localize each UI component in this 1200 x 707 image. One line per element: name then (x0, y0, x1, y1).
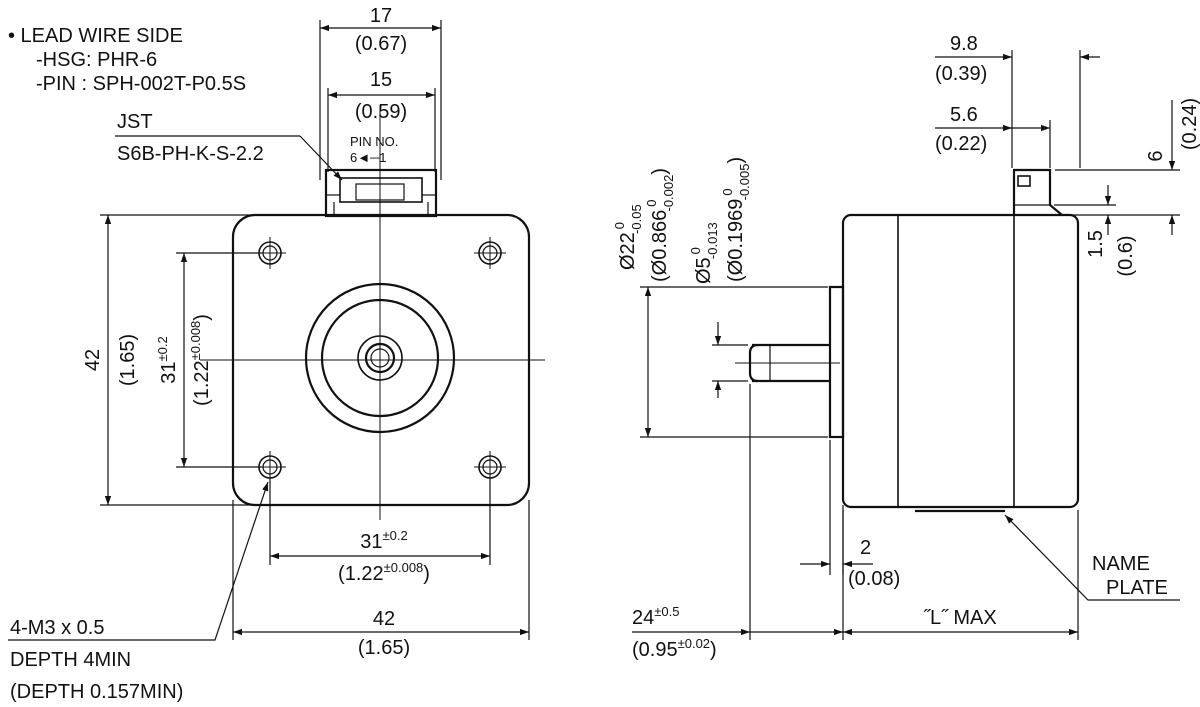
lead-wire-side-label: • LEAD WIRE SIDE (8, 25, 183, 47)
dim-5-6: 5.6 (0.22) (935, 104, 1051, 168)
dim-width-mm: 42 (373, 608, 395, 630)
shaft-dia-inch: (Ø0.19690-0.005) (720, 157, 752, 282)
dim-2-mm: 2 (860, 537, 871, 559)
dim-width-inch: (1.65) (358, 637, 410, 659)
pin-label: -PIN : SPH-002T-P0.5S (36, 73, 246, 95)
pin-range-label: 6◄─1 (350, 150, 387, 165)
motor-boss-outer (304, 282, 456, 434)
motor-boss-inner (320, 298, 440, 418)
dim-9-8-inch: (0.39) (935, 63, 987, 85)
connector-housing (324, 168, 438, 218)
dim-l-max-label: ˝L˝ MAX (923, 607, 996, 629)
dim-17-mm: 17 (370, 5, 392, 27)
front-view: 17 (0.67) 15 (0.59) PIN NO. 6◄─1 42 (1.6… (8, 5, 545, 703)
side-view: 9.8 (0.39) 5.6 (0.22) 6 (0.24) 1.5 (0.6) (612, 33, 1200, 661)
shaft-center (370, 348, 390, 368)
holes-note-line1: 4-M3 x 0.5 (10, 617, 104, 639)
dim-31v-inch: (1.22±0.008) (188, 314, 213, 406)
dim-top-inner: 15 (0.59) (327, 69, 436, 172)
dim-1-5-mm: 1.5 (1085, 230, 1107, 258)
dim-2-inch: (0.08) (848, 568, 900, 590)
holes-note: 4-M3 x 0.5 DEPTH 4MIN (DEPTH 0.157MIN) (8, 481, 269, 703)
dim-6-inch: (0.24) (1179, 98, 1200, 150)
holes-note-line3: (DEPTH 0.157MIN) (10, 681, 183, 703)
connector-side (1012, 168, 1063, 216)
dim-height-42: 42 (1.65) (82, 214, 250, 506)
dim-width-42: 42 (1.65) (232, 500, 530, 659)
name-plate-line1: NAME (1092, 553, 1150, 575)
pilot-dia-mm: Ø220-0.05 (612, 204, 644, 270)
dim-hole-pitch-horizontal: 31±0.2 (1.22±0.008) (269, 478, 491, 585)
dim-31v-value: 31±0.2 (155, 336, 180, 383)
pilot-dia-inch: (Ø0.8660-0.002) (644, 168, 676, 282)
pin-no-label: PIN NO. (350, 134, 398, 149)
motor-shaft (364, 342, 396, 374)
dim-9-8: 9.8 (0.39) (935, 33, 1100, 168)
dim-shaft-length: 24±0.5 (0.95±0.02) (632, 384, 1079, 661)
dim-l-max: ˝L˝ MAX (843, 607, 1078, 636)
dim-15-inch: (0.59) (355, 101, 407, 123)
dim-17-inch: (0.67) (355, 33, 407, 55)
dim-24-inch: (0.95±0.02) (632, 636, 717, 661)
dim-height-inch: (1.65) (117, 334, 139, 386)
dim-6: 6 (0.24) (1055, 98, 1200, 235)
dim-6-mm: 6 (1145, 150, 1167, 161)
dim-height-mm: 42 (82, 349, 104, 371)
dim-31h-inch: (1.22±0.008) (338, 560, 430, 585)
dim-1-5: 1.5 (0.6) (1054, 185, 1137, 277)
pilot-boss (828, 285, 845, 439)
dim-5-6-mm: 5.6 (950, 104, 978, 126)
motor-flange (231, 213, 531, 507)
dim-top-outer: 17 (0.67) (319, 5, 442, 180)
housing-label: -HSG: PHR-6 (36, 49, 157, 71)
dim-9-8-mm: 9.8 (950, 33, 978, 55)
dim-31h-value: 31±0.2 (360, 528, 407, 553)
jst-label: JST (117, 111, 153, 133)
dim-15-mm: 15 (370, 69, 392, 91)
shaft-dia-mm: Ø50-0.013 (688, 222, 720, 284)
connector-part-label: S6B-PH-K-S-2.2 (117, 143, 264, 165)
dim-1-5-inch: (0.6) (1115, 235, 1137, 276)
dim-24-mm: 24±0.5 (632, 604, 679, 629)
lead-wire-notes: • LEAD WIRE SIDE -HSG: PHR-6 -PIN : SPH-… (8, 25, 343, 181)
dim-2: 2 (0.08) (800, 440, 900, 590)
dim-shaft-diameter: Ø50-0.013 (Ø0.19690-0.005) (688, 157, 752, 398)
motor-body (841, 213, 1080, 509)
name-plate-line2: PLATE (1106, 577, 1168, 599)
name-plate-callout: NAME PLATE (915, 509, 1180, 601)
dim-hole-pitch-vertical: 31±0.2 (1.22±0.008) (155, 252, 262, 468)
holes-note-line2: DEPTH 4MIN (10, 649, 131, 671)
dim-5-6-inch: (0.22) (935, 133, 987, 155)
connector-leader (299, 135, 343, 181)
dim-pilot-diameter: Ø220-0.05 (Ø0.8660-0.002) (612, 168, 828, 438)
shaft-side (735, 343, 840, 383)
shaft-collar (357, 335, 403, 381)
